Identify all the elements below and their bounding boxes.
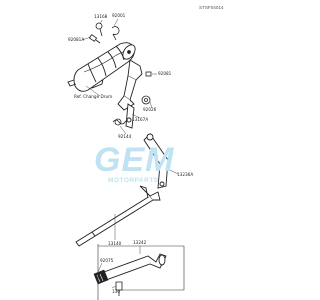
part-label-92081: 92081 [158,71,172,76]
part-label-92026: 92026 [143,107,157,112]
part-label-13140: 13140 [108,241,122,246]
part-label-130: 130 [112,289,120,294]
part-label-13167a: 13167A [132,117,149,122]
shift-shaft-13140 [75,185,161,247]
part-label-13242: 13242 [133,240,147,245]
ref-change-drum-label: Ref. Change Drum [74,94,113,99]
bolt-13168 [95,22,103,37]
figure-code: STSF04014 [199,5,224,10]
part-label-92144: 92144 [118,134,132,139]
shift-lever-13236a [143,133,169,189]
washer-92026 [141,95,151,105]
leader-lines [81,18,179,289]
shift-drum [67,42,136,92]
shift-fork [117,59,143,111]
part-label-92075: 92075 [100,258,114,263]
part-label-92081a: 92081A [68,37,85,42]
parts-drawing [67,18,185,300]
pedal-bracket-outline [98,245,185,291]
watermark-subtitle: MOTORPARTS [108,177,159,184]
circlip-92001 [111,26,120,41]
change-pedal-13242 [103,253,167,281]
screw-92081a [88,34,101,44]
shift-arm-13167a [125,103,135,129]
part-label-13168: 13168 [94,14,108,19]
pin-92081 [145,71,152,77]
part-label-13236a: 13236A [177,172,194,177]
pedal-rubber-92075 [93,269,109,285]
part-label-92001: 92001 [112,13,126,18]
exploded-parts-diagram: GEM MOTORPARTS STSF04014 13168 92001 920… [67,5,224,300]
watermark-logo: GEM [94,141,175,179]
